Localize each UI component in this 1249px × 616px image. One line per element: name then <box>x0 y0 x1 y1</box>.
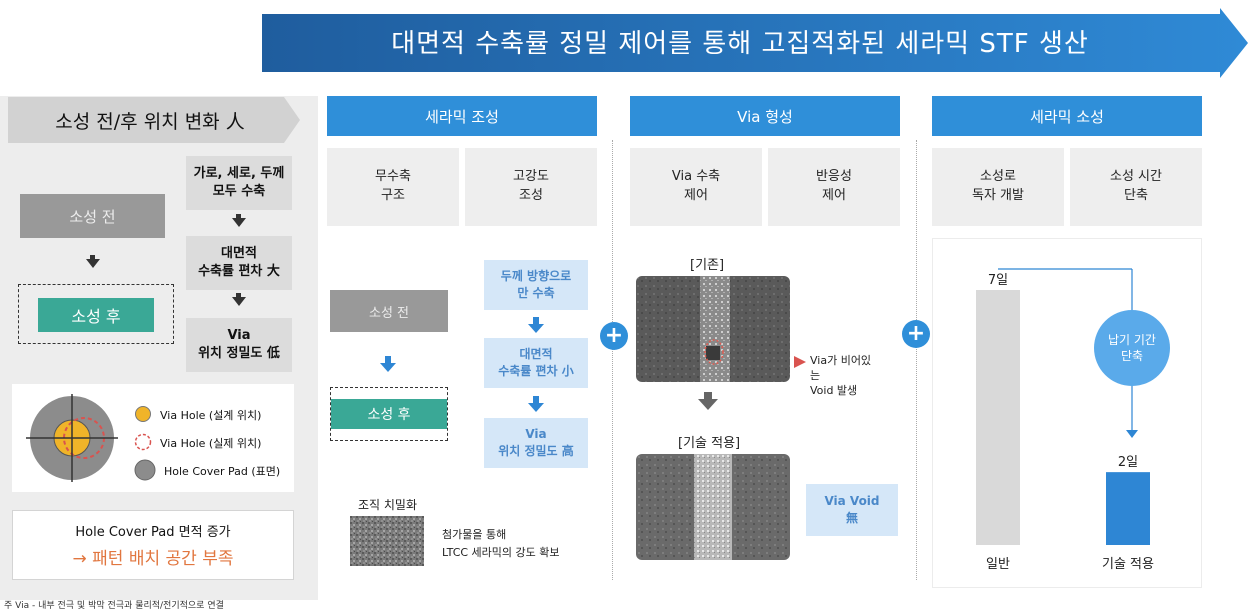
down-arrow-icon <box>528 324 544 333</box>
via-sub-1: Via 수축 제어 <box>630 148 762 226</box>
plus-icon: + <box>600 322 628 350</box>
ceramic-sub-2: 고강도 조성 <box>465 148 597 226</box>
shrink-outline <box>18 284 174 344</box>
note-line-1: Hole Cover Pad 면적 증가 <box>75 525 231 540</box>
bar-value-label: 2일 <box>1118 455 1138 470</box>
note-line-2: → 패턴 배치 공간 부족 <box>72 549 234 569</box>
section-header-ceramic-firing: 세라믹 소성 <box>932 96 1202 136</box>
left-step-2: 대면적 수축률 편차 大 <box>186 236 292 290</box>
before-firing-block: 소성 전 <box>330 290 448 332</box>
after-firing-block: 소성 후 <box>38 298 154 332</box>
plus-icon: + <box>902 320 930 348</box>
left-panel-header <box>8 97 300 143</box>
microstructure-image <box>350 516 424 566</box>
left-panel-title: 소성 전/후 위치 변화 人 <box>55 110 245 133</box>
blue-arrow-stem <box>385 356 391 364</box>
densify-description: 첨가물을 통해 LTCC 세라믹의 강도 확보 <box>442 528 560 559</box>
lead-time-chart: 7일 2일 <box>976 268 1170 545</box>
title-banner <box>262 8 1248 78</box>
existing-via-image <box>636 276 790 382</box>
before-firing-block: 소성 전 <box>20 194 165 238</box>
down-arrow-icon <box>232 297 246 306</box>
hole-cover-pad-icon <box>134 459 156 481</box>
firing-sub-2: 소성 시간 단축 <box>1070 148 1202 226</box>
ceramic-step-1: 두께 방향으로 만 수축 <box>484 260 588 310</box>
applied-via-image <box>636 454 790 560</box>
section-divider <box>916 140 917 580</box>
via-void-result: Via Void 無 <box>806 484 898 536</box>
bar-value-label: 7일 <box>988 273 1008 288</box>
after-firing-block: 소성 후 <box>331 399 447 429</box>
down-arrow-icon <box>232 218 246 227</box>
blue-arrow-stem <box>533 317 539 325</box>
ceramic-sub-1: 무수축 구조 <box>327 148 459 226</box>
pointer-arrow-icon <box>794 356 806 368</box>
section-header-ceramic-composition: 세라믹 조성 <box>327 96 597 136</box>
firing-sub-1: 소성로 독자 개발 <box>932 148 1064 226</box>
left-step-1: 가로, 세로, 두께 모두 수축 <box>186 156 292 210</box>
lead-time-bubble: 납기 기간 단축 <box>1108 332 1156 363</box>
banner-title: 대면적 수축률 정밀 제어를 통해 고집적화된 세라믹 STF 생산 <box>391 28 1089 59</box>
bar-category-label: 기술 적용 <box>1102 557 1154 572</box>
bar-category-label: 일반 <box>986 557 1010 572</box>
left-step-3: Via 위치 정밀도 低 <box>186 318 292 372</box>
down-arrow-stem <box>236 214 241 219</box>
shrink-outline <box>330 387 448 441</box>
blue-arrow-stem <box>533 396 539 404</box>
via-hole-diagram <box>26 394 118 482</box>
section-header-via-formation: Via 형성 <box>630 96 900 136</box>
legend-label: Via Hole (실제 위치) <box>160 437 262 450</box>
bar-applied <box>1106 472 1150 545</box>
void-note: Via가 비어있 는 Void 발생 <box>810 354 872 397</box>
section-divider <box>612 140 613 580</box>
down-arrow-icon <box>698 399 718 410</box>
down-arrow-icon <box>86 259 100 268</box>
legend-label: Via Hole (설계 위치) <box>160 409 262 422</box>
down-arrow-stem <box>90 255 95 260</box>
bar-general <box>976 290 1020 545</box>
footnote: 주 Via - 내부 전극 및 박막 전극과 물리적/전기적으로 연결 <box>4 601 224 611</box>
via-sub-2: 반응성 제어 <box>768 148 900 226</box>
note-box: Hole Cover Pad 면적 증가 → 패턴 배치 공간 부족 <box>12 510 294 580</box>
ceramic-step-2: 대면적 수축률 편차 小 <box>484 338 588 388</box>
ceramic-step-3: Via 위치 정밀도 高 <box>484 418 588 468</box>
applied-label: [기술 적용] <box>678 436 741 451</box>
densify-label: 조직 치밀화 <box>358 498 418 512</box>
existing-label: [기존] <box>690 258 725 273</box>
legend-label: Hole Cover Pad (표면) <box>164 465 281 478</box>
down-arrow-icon <box>528 403 544 412</box>
down-arrow-stem <box>704 392 712 400</box>
down-arrow-stem <box>236 293 241 298</box>
via-hole-design-icon <box>135 406 151 422</box>
down-arrow-icon <box>380 363 396 372</box>
via-hole-actual-icon <box>134 433 152 451</box>
